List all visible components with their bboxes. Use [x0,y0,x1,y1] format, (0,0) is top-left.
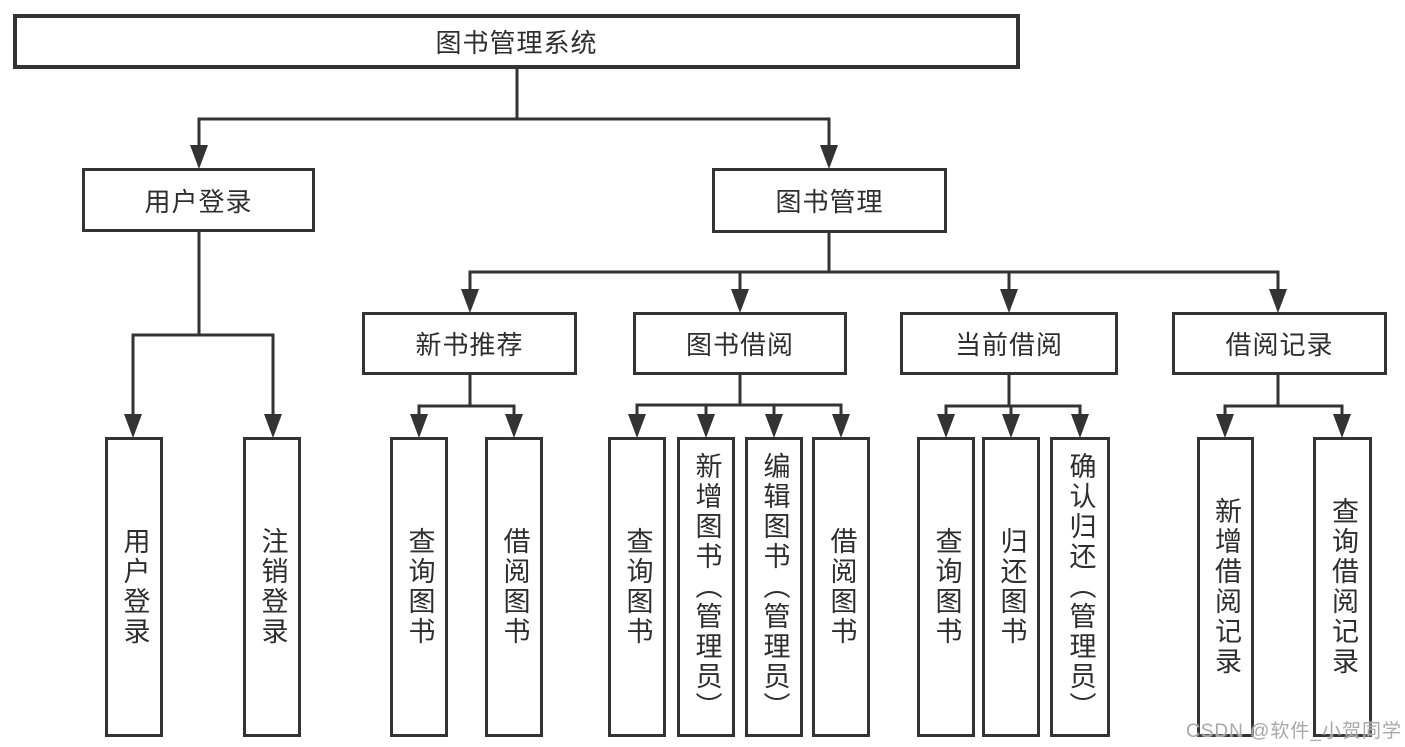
arrowhead-group [124,145,1351,438]
leaf-logout: 注销登录 [243,437,301,737]
node-book-borrowing: 图书借阅 [633,312,847,375]
node-borrowing-records: 借阅记录 [1172,312,1387,375]
node-user-login-branch-label: 用户登录 [144,186,253,217]
leaf-query-books-current-label: 查询图书 [931,527,962,647]
leaf-add-borrow-record: 新增借阅记录 [1197,437,1254,737]
node-book-management-branch: 图书管理 [712,168,947,233]
leaf-edit-books-admin-label: 编辑图书（管理员） [759,452,790,722]
leaf-query-books-recommend-label: 查询图书 [404,527,435,647]
node-new-book-recommend: 新书推荐 [362,312,577,375]
leaf-confirm-return-admin-label: 确认归还（管理员） [1065,452,1096,722]
node-root-label: 图书管理系统 [435,28,598,58]
leaf-query-books-borrowing-label: 查询图书 [622,527,653,647]
node-new-book-recommend-label: 新书推荐 [415,330,524,360]
leaf-confirm-return-admin: 确认归还（管理员） [1050,437,1110,737]
leaf-borrow-books-borrowing: 借阅图书 [812,437,870,737]
leaf-borrow-books-recommend-label: 借阅图书 [499,527,530,647]
leaf-query-borrow-record-label: 查询借阅记录 [1328,497,1358,677]
node-borrowing-records-label: 借阅记录 [1225,330,1334,360]
leaf-add-borrow-record-label: 新增借阅记录 [1211,497,1241,677]
node-current-borrowing-label: 当前借阅 [954,330,1063,360]
node-root: 图书管理系统 [13,14,1020,69]
leaf-return-books-label: 归还图书 [996,527,1027,647]
csdn-watermark: CSDN @软件_小贺同学 [1186,721,1402,742]
leaf-query-books-borrowing: 查询图书 [608,437,666,737]
leaf-query-borrow-record: 查询借阅记录 [1313,437,1372,737]
leaf-user-login: 用户登录 [105,437,163,737]
leaf-borrow-books-borrowing-label: 借阅图书 [826,527,857,647]
leaf-add-books-admin-label: 新增图书（管理员） [691,452,722,722]
leaf-query-books-current: 查询图书 [917,437,975,737]
leaf-logout-label: 注销登录 [257,527,288,647]
leaf-borrow-books-recommend: 借阅图书 [485,437,543,737]
leaf-return-books: 归还图书 [982,437,1040,737]
node-book-borrowing-label: 图书借阅 [685,330,794,360]
leaf-edit-books-admin: 编辑图书（管理员） [745,437,803,737]
leaf-query-books-recommend: 查询图书 [390,437,448,737]
node-book-management-branch-label: 图书管理 [775,187,884,217]
leaf-add-books-admin: 新增图书（管理员） [677,437,735,737]
node-current-borrowing: 当前借阅 [900,312,1118,375]
leaf-user-login-label: 用户登录 [119,527,150,647]
node-user-login-branch: 用户登录 [82,168,315,232]
